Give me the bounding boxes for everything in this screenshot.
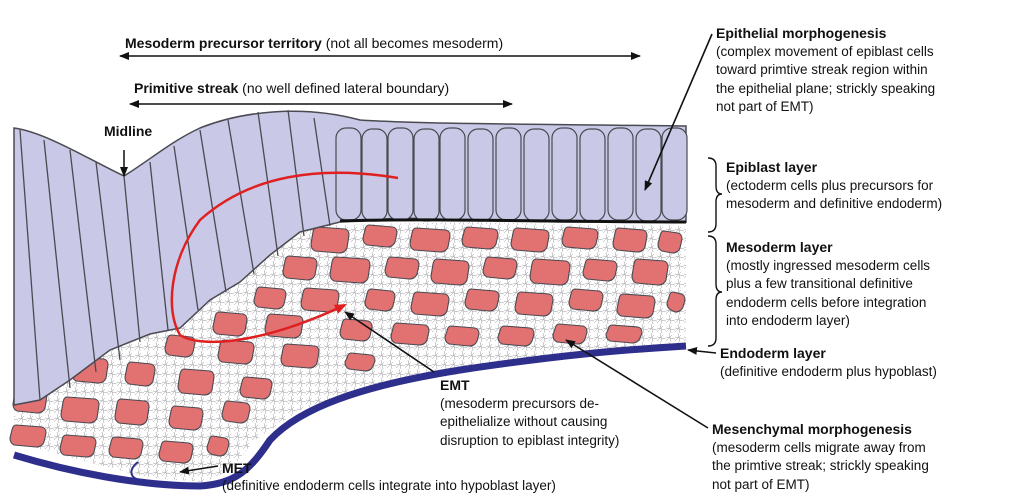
mesenchymal-line: the primtive streak; strickly speaking [712,457,929,476]
mesoderm-cell [178,369,214,395]
mesoderm-line: plus a few transitional definitive [726,275,930,294]
mesoderm-title: Mesoderm layer [726,238,930,257]
streak-title: Primitive streak [134,80,238,96]
epiblast-cell [580,129,605,221]
mesenchymal-title: Mesenchymal morphogenesis [712,420,929,439]
mesoderm-cell [410,228,450,252]
mesenchymal-line: (mesoderm cells migrate away from [712,439,929,458]
mesoderm-cell [254,287,286,309]
emt-line: disruption to epiblast integrity) [440,432,619,451]
midline-label: Midline [104,122,152,141]
mesoderm-cell [606,325,642,343]
mesoderm-cell [365,289,395,311]
epithelial-morphogenesis-label: Epithelial morphogenesis (complex moveme… [716,24,935,117]
epiblast-title: Epiblast layer [726,158,942,177]
mesoderm-cell [125,362,155,386]
mesoderm-cell [60,435,96,457]
mesoderm-cell [240,377,272,399]
epiblast-cell [552,128,577,220]
mesoderm-cell [613,228,647,252]
mesoderm-brace [708,236,722,346]
epiblast-cell [440,128,465,220]
met-label: MET (definitive endoderm cells integrate… [222,459,556,495]
mesoderm-cell [281,344,319,368]
emt-title: EMT [440,376,619,395]
epiblast-cell [468,129,493,221]
mesoderm-cell [511,228,549,252]
met-note: (definitive endoderm cells integrate int… [222,477,556,496]
epiblast-cell [636,129,661,221]
endoderm-leader [688,350,716,353]
mesoderm-line: into endoderm layer) [726,312,930,331]
mesoderm-line: endoderm cells before integration [726,294,930,313]
mesoderm-cell [10,425,46,447]
mesoderm-cell [159,441,193,463]
mesoderm-cell [667,292,685,312]
streak-label: Primitive streak (no well defined latera… [134,79,449,98]
epithelial-line: the epithelial plane; strickly speaking [716,80,935,99]
mesoderm-cell [658,231,682,253]
mesoderm-cell [61,397,99,423]
mesoderm-layer-label: Mesoderm layer (mostly ingressed mesoder… [726,238,930,331]
mesoderm-cell [498,326,534,346]
mesoderm-cell [311,227,349,253]
mesoderm-cell [515,292,553,316]
endoderm-title: Endoderm layer [720,344,937,363]
met-title: MET [222,459,556,478]
mesoderm-cell [465,289,499,311]
mesoderm-cell [109,437,143,459]
mesoderm-cell [222,401,250,423]
streak-note: (no well defined lateral boundary) [238,80,449,96]
mesoderm-cell [213,312,247,336]
mesoderm-cell [562,227,598,249]
mesoderm-cell [483,257,517,279]
mesoderm-cell [385,257,419,279]
mesoderm-line: (mostly ingressed mesoderm cells [726,257,930,276]
epiblast-cell [524,129,549,221]
emt-line: epithelialize without causing [440,413,619,432]
mesoderm-cell [569,289,603,311]
emt-label: EMT (mesoderm precursors de- epitheliali… [440,376,619,450]
mesoderm-cell [411,292,449,316]
epiblast-cell [414,129,439,221]
mesoderm-cell [445,326,479,346]
mesoderm-cell [391,323,429,345]
mesoderm-cell [553,324,587,344]
epiblast-line: mesoderm and definitive endoderm) [726,195,942,214]
mesoderm-cell [617,294,655,318]
epiblast-brace [708,158,722,232]
mesoderm-cell [283,256,317,280]
mesoderm-cell [583,259,617,281]
epiblast-cell [496,128,521,220]
mesoderm-cell [115,399,149,425]
territory-note: (not all becomes mesoderm) [322,35,503,51]
mesoderm-cell [340,319,372,341]
mesoderm-cell [218,340,254,364]
epithelial-title: Epithelial morphogenesis [716,24,935,43]
epiblast-cell [388,128,413,220]
mesoderm-cell [301,288,339,312]
mesoderm-cell [530,259,570,285]
epithelial-line: (complex movement of epiblast cells [716,43,935,62]
emt-line: (mesoderm precursors de- [440,395,619,414]
mesoderm-cell [431,259,469,285]
epiblast-layer-label: Epiblast layer (ectoderm cells plus prec… [726,158,942,214]
territory-title: Mesoderm precursor territory [125,35,322,51]
territory-label: Mesoderm precursor territory (not all be… [125,34,503,53]
epithelial-line: not part of EMT) [716,98,935,117]
epiblast-cell [608,128,633,220]
mesoderm-cell [345,353,375,371]
mesoderm-cell [363,225,397,247]
mesenchymal-line: not part of EMT) [712,476,929,495]
epiblast-line: (ectoderm cells plus precursors for [726,177,942,196]
mesoderm-cell [330,257,370,283]
endoderm-layer-label: Endoderm layer (definitive endoderm plus… [720,344,937,381]
mesoderm-cell [169,406,203,430]
mesoderm-cell [462,227,498,249]
endoderm-line: (definitive endoderm plus hypoblast) [720,363,937,382]
epithelial-line: toward primtive streak region within [716,61,935,80]
mesoderm-cell [632,259,668,285]
mesoderm-cell [207,436,229,456]
mesenchymal-morphogenesis-label: Mesenchymal morphogenesis (mesoderm cell… [712,420,929,494]
